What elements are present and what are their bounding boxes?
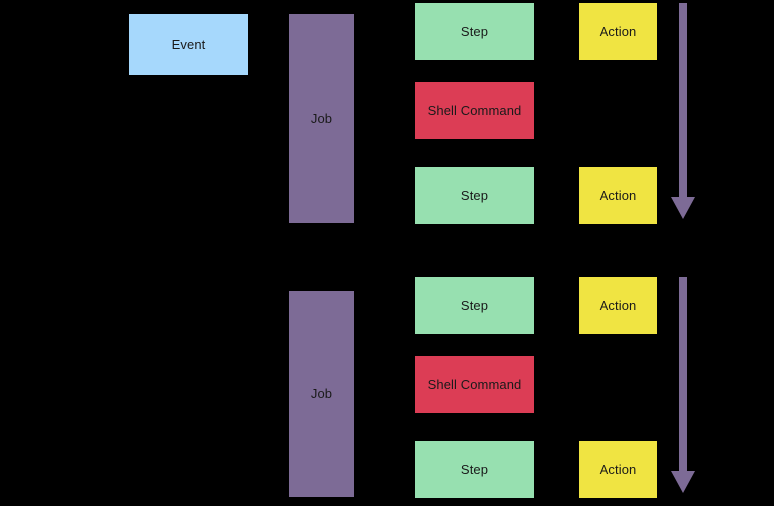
job-box-2[interactable]: Job bbox=[289, 291, 354, 497]
step-box-1-1[interactable]: Step bbox=[415, 3, 534, 60]
event-box[interactable]: Event bbox=[129, 14, 248, 75]
action-box-2-1-label: Action bbox=[599, 297, 637, 313]
shell-command-box-2-label: Shell Command bbox=[427, 376, 522, 392]
step-box-2-1-label: Step bbox=[460, 297, 489, 313]
action-box-2-2[interactable]: Action bbox=[579, 441, 657, 498]
action-box-1-1-label: Action bbox=[599, 23, 637, 39]
step-box-2-1[interactable]: Step bbox=[415, 277, 534, 334]
shell-command-box-1-label: Shell Command bbox=[427, 102, 522, 118]
action-box-1-1[interactable]: Action bbox=[579, 3, 657, 60]
action-box-1-2[interactable]: Action bbox=[579, 167, 657, 224]
shell-command-box-1[interactable]: Shell Command bbox=[415, 82, 534, 139]
job-box-2-label: Job bbox=[310, 386, 333, 402]
action-box-2-2-label: Action bbox=[599, 461, 637, 477]
event-box-label: Event bbox=[171, 36, 206, 52]
step-box-1-2[interactable]: Step bbox=[415, 167, 534, 224]
shell-command-box-2[interactable]: Shell Command bbox=[415, 356, 534, 413]
step-box-1-2-label: Step bbox=[460, 187, 489, 203]
flow-arrow-down-1-glyph bbox=[671, 3, 695, 219]
job-box-1-label: Job bbox=[310, 110, 333, 126]
flow-arrow-down-2 bbox=[671, 277, 695, 493]
action-box-2-1[interactable]: Action bbox=[579, 277, 657, 334]
step-box-1-1-label: Step bbox=[460, 23, 489, 39]
action-box-1-2-label: Action bbox=[599, 187, 637, 203]
step-box-2-2[interactable]: Step bbox=[415, 441, 534, 498]
job-box-1[interactable]: Job bbox=[289, 14, 354, 223]
step-box-2-2-label: Step bbox=[460, 461, 489, 477]
flow-arrow-down-2-glyph bbox=[671, 277, 695, 493]
flow-arrow-down-1 bbox=[671, 3, 695, 219]
